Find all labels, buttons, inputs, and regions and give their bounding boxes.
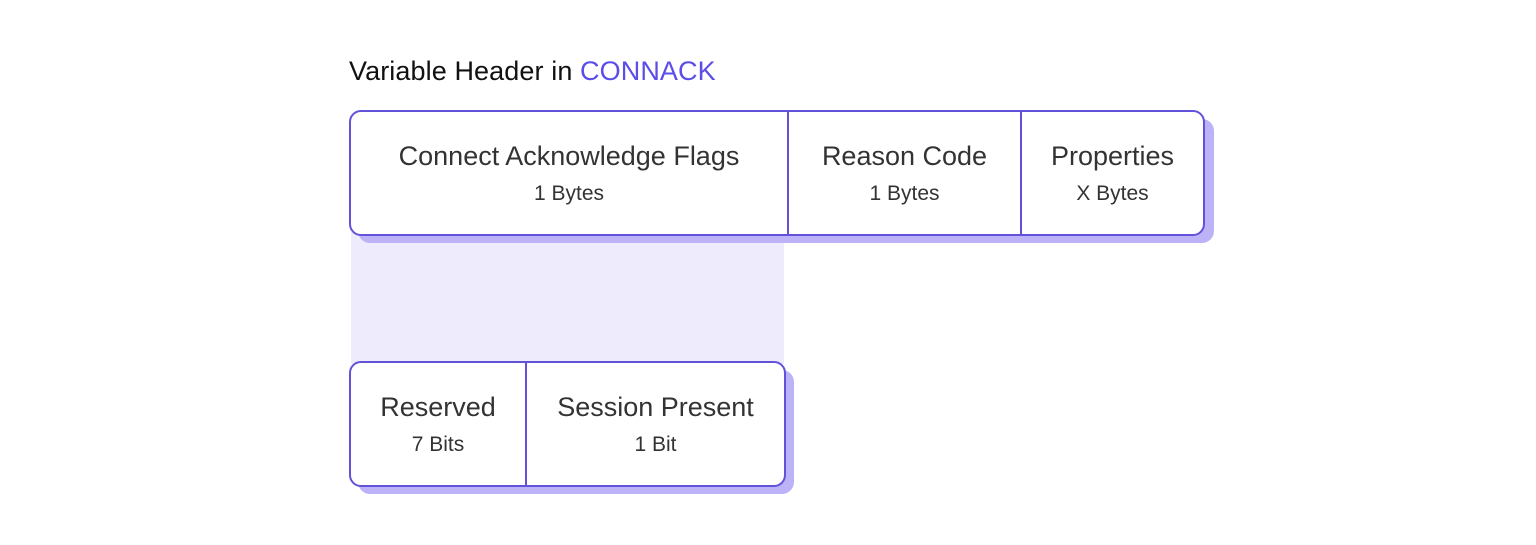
title-prefix: Variable Header in bbox=[349, 56, 581, 86]
field-name: Connect Acknowledge Flags bbox=[398, 140, 740, 171]
field-reason-code: Reason Code 1 Bytes bbox=[787, 112, 1020, 234]
field-name: Reserved bbox=[380, 391, 496, 422]
field-size: 1 Bytes bbox=[869, 181, 940, 205]
field-connect-acknowledge-flags: Connect Acknowledge Flags 1 Bytes bbox=[351, 112, 787, 234]
field-size: 1 Bytes bbox=[533, 181, 605, 205]
variable-header-structure: Connect Acknowledge Flags 1 Bytes Reason… bbox=[349, 110, 1205, 236]
title-accent-connack: CONNACK bbox=[580, 56, 716, 86]
field-name: Reason Code bbox=[821, 140, 988, 171]
field-reserved: Reserved 7 Bits bbox=[351, 363, 525, 485]
field-size: X Bytes bbox=[1076, 181, 1149, 205]
field-name: Session Present bbox=[557, 391, 754, 422]
expansion-connector bbox=[351, 232, 784, 364]
field-session-present: Session Present 1 Bit bbox=[525, 363, 784, 485]
diagram-title: Variable Header in CONNACK bbox=[349, 56, 716, 87]
field-size: 1 Bit bbox=[634, 432, 677, 456]
field-properties: Properties X Bytes bbox=[1020, 112, 1203, 234]
field-size: 7 Bits bbox=[411, 432, 465, 456]
field-name: Properties bbox=[1050, 140, 1175, 171]
flags-breakdown-structure: Reserved 7 Bits Session Present 1 Bit bbox=[349, 361, 786, 487]
